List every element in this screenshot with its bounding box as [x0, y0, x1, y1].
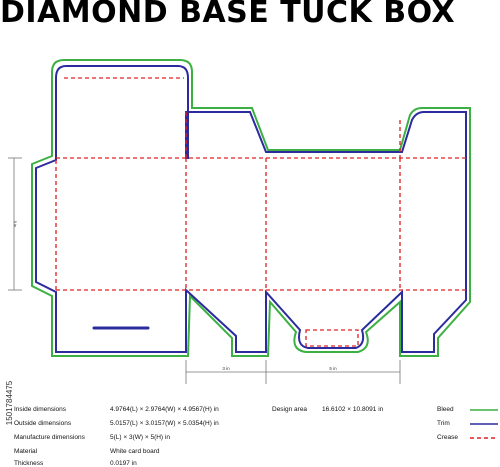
spec-label-thickness: Thickness [14, 460, 44, 467]
bleed-legend-label: Bleed [437, 406, 454, 413]
length-dimension-label: 5 in [329, 366, 337, 371]
width-dimension-label: 3 in [222, 366, 230, 371]
crease-legend-label: Crease [437, 434, 458, 441]
spec-value-thickness: 0.0197 in [110, 460, 137, 467]
trim-outline [35, 65, 467, 353]
spec-value-material: White card board [110, 448, 160, 455]
dimension-lines [8, 157, 401, 384]
spec-value-outside: 5.0157(L) × 3.0157(W) × 5.0354(H) in [110, 420, 219, 427]
design-area-label: Design area [272, 406, 308, 413]
design-area-value: 16.6102 × 10.8091 in [322, 406, 384, 413]
spec-label-manufacture: Manufacture dimensions [14, 434, 85, 441]
spec-value-inside: 4.9764(L) × 2.9764(W) × 4.9567(H) in [110, 406, 219, 413]
spec-label-inside: Inside dimensions [14, 406, 67, 413]
spec-label-outside: Outside dimensions [14, 420, 72, 427]
height-dimension-label: 5 in [13, 221, 18, 227]
bleed-outline [31, 59, 471, 357]
spec-label-material: Material [14, 448, 38, 455]
spec-value-manufacture: 5(L) × 3(W) × 5(H) in [110, 434, 170, 441]
page-title: DIAMOND BASE TUCK BOX [0, 0, 456, 30]
trim-legend-label: Trim [437, 420, 450, 427]
crease-lines [55, 77, 466, 347]
